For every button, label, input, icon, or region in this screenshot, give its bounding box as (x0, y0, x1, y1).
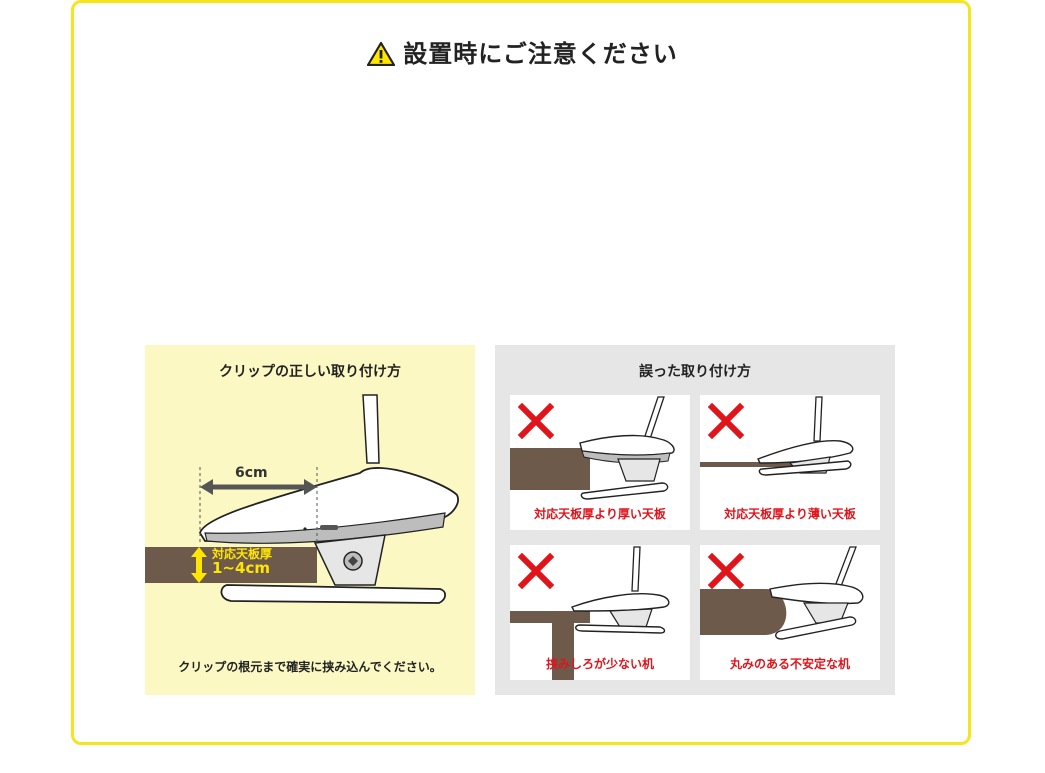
thickness-label-title: 対応天板厚 (212, 547, 273, 561)
correct-install-title: クリップの正しい取り付け方 (219, 364, 401, 380)
rounded-desk (700, 589, 787, 635)
thickness-arrow-icon (191, 547, 207, 583)
thickness-label: 対応天板厚 1~4cm (212, 548, 272, 576)
notice-frame (71, 0, 971, 745)
desk-top (700, 462, 810, 467)
desk-top (145, 547, 317, 583)
wrong-case-caption: 丸みのある不安定な机 (729, 657, 850, 671)
dimension-label: 6cm (235, 465, 268, 481)
cross-icon (517, 552, 555, 590)
wrong-case-card: 丸みのある不安定な机 (700, 545, 880, 680)
thickness-label-range: 1~4cm (212, 558, 270, 577)
notice-title-row: 設置時にご注意ください (0, 34, 1045, 69)
lamp-pole (362, 394, 380, 464)
desk-top (510, 611, 590, 623)
wrong-case-card: 挟みしろが少ない机 (510, 545, 690, 680)
cross-icon (707, 552, 745, 590)
wrong-case-card: 対応天板厚より薄い天板 (700, 395, 880, 530)
width-arrow-icon (200, 479, 317, 495)
correct-install-caption: クリップの根元まで確実に挟み込んでください。 (178, 660, 442, 674)
correct-install-panel: クリップの正しい取り付け方 6cm 対応天板厚 (145, 345, 475, 695)
notice-title: 設置時にご注意ください (403, 40, 678, 68)
lower-jaw (220, 584, 447, 604)
wrong-case-caption: 対応天板厚より薄い天板 (724, 507, 856, 521)
wrong-install-title: 誤った取り付け方 (639, 364, 751, 380)
wrong-case-card: 対応天板厚より厚い天板 (510, 395, 690, 530)
cross-icon (517, 402, 555, 440)
wrong-case-caption: 挟みしろが少ない机 (545, 657, 654, 671)
desk-leg (552, 623, 574, 680)
wrong-case-caption: 対応天板厚より厚い天板 (534, 507, 666, 521)
desk-top (510, 448, 590, 490)
wrong-install-panel: 誤った取り付け方 対応天板厚より厚い天板 対応天板厚より薄い天板 (495, 345, 895, 695)
cross-icon (707, 402, 745, 440)
correct-clip-illustration (145, 394, 459, 604)
warning-triangle-icon (367, 41, 396, 67)
